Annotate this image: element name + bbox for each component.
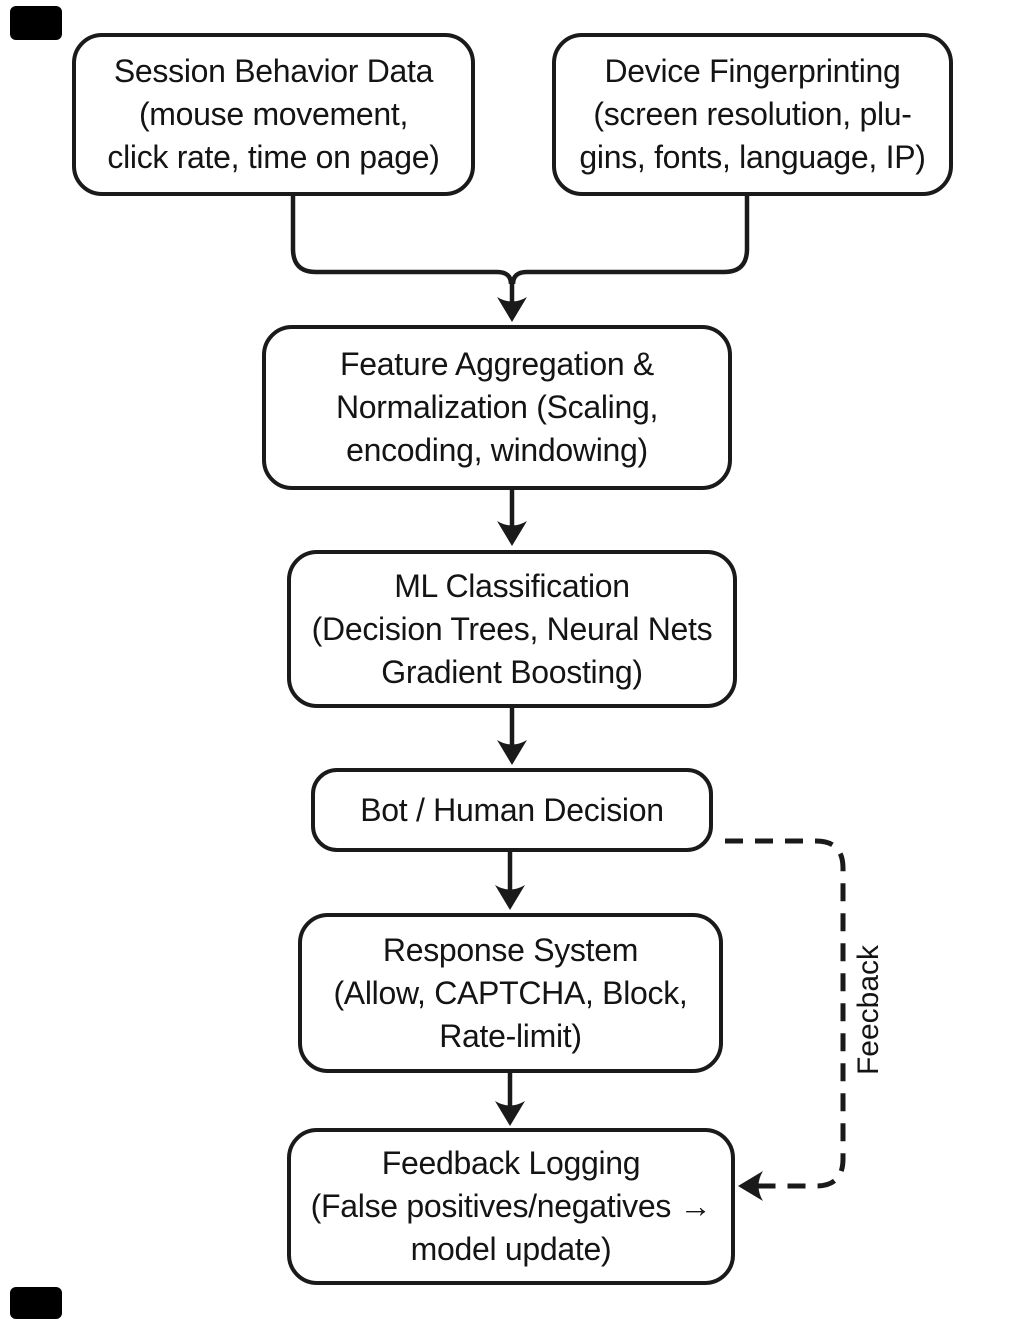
- arrowhead-into-ml: [497, 521, 527, 546]
- node-device-fingerprinting: Device Fingerprinting (screen resolution…: [552, 33, 953, 196]
- node-text-line: (False positives/negatives →: [310, 1188, 712, 1224]
- arrowhead-into-response: [495, 885, 525, 910]
- node-text-line: click rate, time on page): [107, 139, 440, 175]
- node-text-line: Response System: [382, 931, 639, 968]
- node-text-line: (screen resolution, plu-: [593, 96, 912, 132]
- node-session-behavior-data: Session Behavior Data (mouse movement, c…: [72, 33, 475, 196]
- feedback-edge-label: Feecback: [852, 944, 885, 1076]
- arrowhead-into-aggregation: [497, 297, 527, 322]
- edge-device-to-aggregation: [510, 196, 750, 285]
- node-text-line: encoding, windowing): [346, 432, 648, 468]
- node-text-line: model update): [410, 1231, 612, 1267]
- node-feature-aggregation: Feature Aggregation & Normalization (Sca…: [262, 325, 732, 490]
- node-text-line: (Decision Trees, Neural Nets: [311, 610, 713, 647]
- edge-session-to-aggregation: [290, 196, 514, 285]
- node-text-line: Feature Aggregation &: [340, 346, 654, 382]
- node-text-line: Normalization (Scaling,: [335, 389, 659, 425]
- arrowhead-into-logging: [495, 1101, 525, 1126]
- arrowhead-into-decision: [497, 740, 527, 765]
- node-text-line: ML Classification: [394, 567, 630, 604]
- node-text-line: Bot / Human Decision: [360, 791, 664, 828]
- corner-mark-bottom-left-icon: [10, 1287, 62, 1319]
- node-text-line: (mouse movement,: [138, 96, 409, 132]
- node-response-system: Response System (Allow, CAPTCHA, Block, …: [298, 913, 723, 1073]
- arrowhead-feedback: [738, 1171, 763, 1201]
- node-text-line: (Allow, CAPTCHA, Block,: [333, 974, 688, 1011]
- node-text-line: Feedback Logging: [381, 1145, 641, 1181]
- corner-mark-top-left-icon: [10, 6, 62, 40]
- node-text-line: Rate-limit): [439, 1017, 582, 1054]
- node-bot-human-decision: Bot / Human Decision: [311, 768, 713, 852]
- node-text-line: Gradient Boosting): [381, 653, 643, 690]
- node-text-line: Session Behavior Data: [113, 53, 434, 89]
- node-feedback-logging: Feedback Logging (False positives/negati…: [287, 1128, 735, 1285]
- node-text-line: gins, fonts, language, IP): [579, 139, 926, 175]
- edge-feedback-dashed: [725, 838, 846, 1189]
- node-ml-classification: ML Classification (Decision Trees, Neura…: [287, 550, 737, 708]
- node-text-line: Device Fingerprinting: [604, 53, 901, 89]
